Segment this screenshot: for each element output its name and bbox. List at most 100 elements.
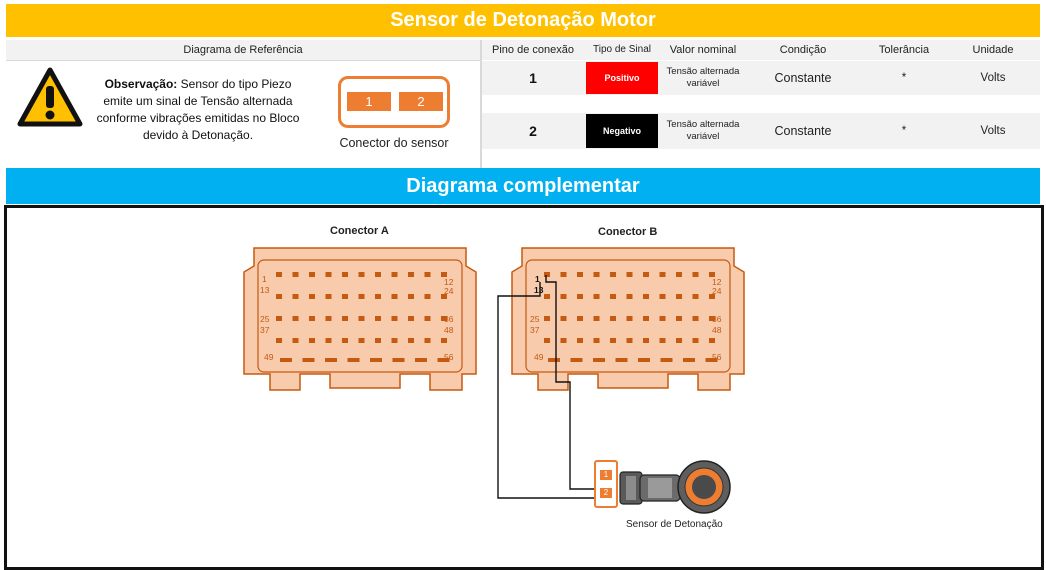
connector-pin <box>709 294 715 299</box>
connector-pin <box>610 338 616 343</box>
row2-condition: Constante <box>774 124 832 138</box>
row1-nominal: Tensão alternada variável <box>660 61 746 95</box>
connector-pin <box>375 316 381 321</box>
sensor-connector: 1 2 <box>594 460 618 508</box>
connector-b-label: Conector B <box>598 226 658 238</box>
row1-nominal-line1: Tensão alternada <box>666 66 740 77</box>
connector-pin <box>660 358 673 362</box>
header-unit: Unidade <box>972 44 1014 56</box>
connector-pin <box>705 358 718 362</box>
connector-pin-1: 1 <box>347 92 391 111</box>
row2-unit: Volts <box>980 125 1006 137</box>
connector-pin <box>638 358 650 362</box>
connector-pin <box>676 272 682 277</box>
connector-pin <box>358 272 365 277</box>
connector-pin <box>692 316 699 321</box>
connector-pin <box>309 272 315 277</box>
connector-pin <box>375 338 381 343</box>
connector-pin <box>570 358 583 362</box>
connector-pin <box>610 316 616 321</box>
sensor-connector-box: 1 2 <box>338 76 450 128</box>
connector-pin <box>709 316 715 321</box>
connector-pin <box>544 316 550 321</box>
connector-pin <box>391 338 398 343</box>
pin-num-24: 24 <box>712 286 722 296</box>
connector-pin <box>441 338 447 343</box>
pin-num-36: 36 <box>712 314 722 324</box>
pin-num-36: 36 <box>444 314 454 324</box>
connector-pin <box>325 294 332 299</box>
observation-label: Observação: <box>104 77 178 91</box>
connector-pin-2: 2 <box>399 92 443 111</box>
wiring-diagram <box>497 275 596 499</box>
connector-pin <box>408 294 414 299</box>
pin-num-49: 49 <box>264 352 274 362</box>
pin-num-25: 25 <box>530 314 540 324</box>
row1-signal-badge: Positivo <box>586 62 658 94</box>
pin-num-37: 37 <box>260 325 270 335</box>
header-condition: Condição <box>779 44 827 56</box>
connector-pin <box>441 272 447 277</box>
connector-pin <box>309 316 315 321</box>
row1-pin: 1 <box>529 70 537 86</box>
pin-num-48: 48 <box>712 325 722 335</box>
connector-pin <box>643 294 649 299</box>
table-row <box>482 61 1040 95</box>
connector-pin <box>391 316 398 321</box>
connector-pin <box>302 358 315 362</box>
connector-pin <box>358 316 365 321</box>
connector-pin <box>544 338 550 343</box>
connector-pin <box>560 272 567 277</box>
pin-num-37: 37 <box>530 325 540 335</box>
sensor-pin-1: 1 <box>600 470 612 480</box>
connector-pin <box>415 358 427 362</box>
connector-pin <box>325 358 337 362</box>
observation-body: Sensor do tipo Piezo emite um sinal de T… <box>96 77 300 142</box>
connector-pin <box>560 316 567 321</box>
connector-pin <box>292 316 299 321</box>
connector-pin <box>610 272 616 277</box>
connector-pin <box>593 316 600 321</box>
row1-tolerance: * <box>901 72 907 84</box>
connector-pin <box>292 294 299 299</box>
row1-nominal-line2: variável <box>686 78 720 89</box>
connector-pin <box>276 316 282 321</box>
connector-pin <box>577 272 583 277</box>
connector-pin <box>342 316 348 321</box>
connector-pin <box>408 316 414 321</box>
connector-b-diagram: 1 12 13 24 25 36 37 48 49 56 <box>511 247 745 391</box>
connector-pin <box>577 338 583 343</box>
pin-num-12: 12 <box>712 277 722 287</box>
pin-num-12: 12 <box>444 277 454 287</box>
sensor-label: Sensor de Detonação <box>626 519 723 530</box>
pin-num-13: 13 <box>534 285 544 295</box>
connector-pin <box>424 338 431 343</box>
row2-nominal-line1: Tensão alternada <box>666 119 740 130</box>
header-reference: Diagrama de Referência <box>183 44 303 56</box>
header-row-background <box>6 40 1040 60</box>
connector-pin <box>358 294 365 299</box>
connector-pin <box>325 338 332 343</box>
connector-pin <box>441 316 447 321</box>
connector-pin <box>408 338 414 343</box>
connector-label: Conector do sensor <box>339 136 449 150</box>
connector-pin <box>692 338 699 343</box>
connector-pin <box>676 316 682 321</box>
connector-pin <box>593 358 605 362</box>
connector-pin <box>276 272 282 277</box>
connector-pin <box>370 358 382 362</box>
row2-tolerance: * <box>901 125 907 137</box>
connector-pin <box>659 316 666 321</box>
connector-pin <box>375 272 381 277</box>
connector-pin <box>643 316 649 321</box>
connector-pin <box>709 272 715 277</box>
connector-pin <box>626 272 633 277</box>
connector-pin <box>577 316 583 321</box>
connector-pin <box>342 272 348 277</box>
connector-pin <box>626 316 633 321</box>
pin-num-49: 49 <box>534 352 544 362</box>
row2-nominal-line2: variável <box>686 131 720 142</box>
connector-pin <box>375 294 381 299</box>
connector-pin <box>280 358 292 362</box>
connector-pin <box>610 294 616 299</box>
